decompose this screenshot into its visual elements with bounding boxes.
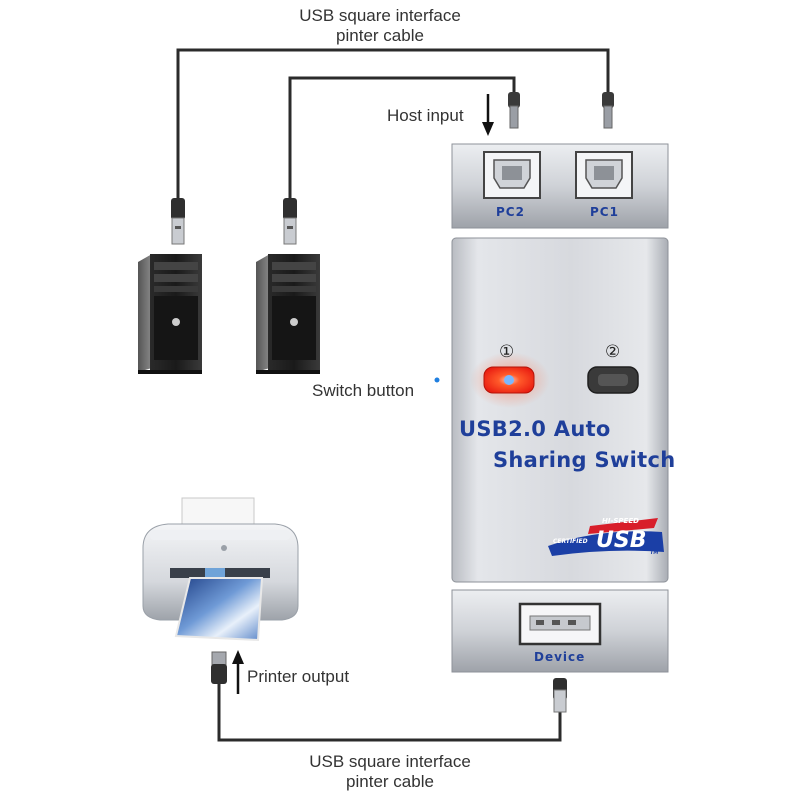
top-cable-label: USB square interface pinter cable [270, 6, 490, 46]
computer-tower-1 [138, 254, 202, 374]
plug-pc2-top [508, 92, 520, 129]
printer [142, 497, 299, 642]
cable-pc1 [176, 48, 610, 225]
cable-device [217, 680, 562, 742]
bottom-cable-label-line2: pinter cable [346, 772, 434, 791]
device-title-line2: Sharing Switch [493, 448, 676, 472]
led-1-number: ① [499, 342, 515, 362]
badge-certified-text: CERTIFIED [553, 538, 588, 545]
badge-hispeed-text: HI-SPEED [602, 517, 639, 525]
cables [176, 48, 610, 742]
host-input-arrow [482, 94, 494, 136]
port-label-device: Device [534, 650, 586, 664]
plug-to-pc1 [171, 198, 185, 245]
device-title-line1: USB2.0 Auto [459, 417, 611, 441]
led-2-number: ② [605, 342, 621, 362]
switch-body [451, 237, 669, 583]
port-label-pc2: PC2 [496, 205, 525, 219]
usb-certified-badge [548, 518, 664, 556]
bottom-device-module [451, 589, 669, 673]
plug-to-device [553, 678, 567, 713]
top-cable-label-line2: pinter cable [336, 26, 424, 45]
top-port-module [451, 143, 669, 229]
switch-button-marker-dot [434, 377, 440, 383]
computer-tower-2 [256, 254, 320, 374]
printer-output-label: Printer output [247, 667, 350, 686]
cable-pc2 [288, 76, 516, 225]
badge-tm-text: TM [650, 550, 659, 556]
badge-usb-text: USB [596, 528, 647, 553]
top-cable-label-line1: USB square interface [299, 6, 461, 25]
printer-output-arrow [232, 650, 244, 694]
switch-button-label: Switch button [312, 381, 415, 400]
plug-to-printer [211, 651, 227, 684]
bottom-cable-label: USB square interface pinter cable [280, 752, 500, 792]
plug-pc1-top [602, 92, 614, 129]
bottom-cable-label-line1: USB square interface [309, 752, 471, 771]
plug-to-pc2 [283, 198, 297, 245]
port-label-pc1: PC1 [590, 205, 619, 219]
host-input-label: Host input [387, 106, 464, 125]
